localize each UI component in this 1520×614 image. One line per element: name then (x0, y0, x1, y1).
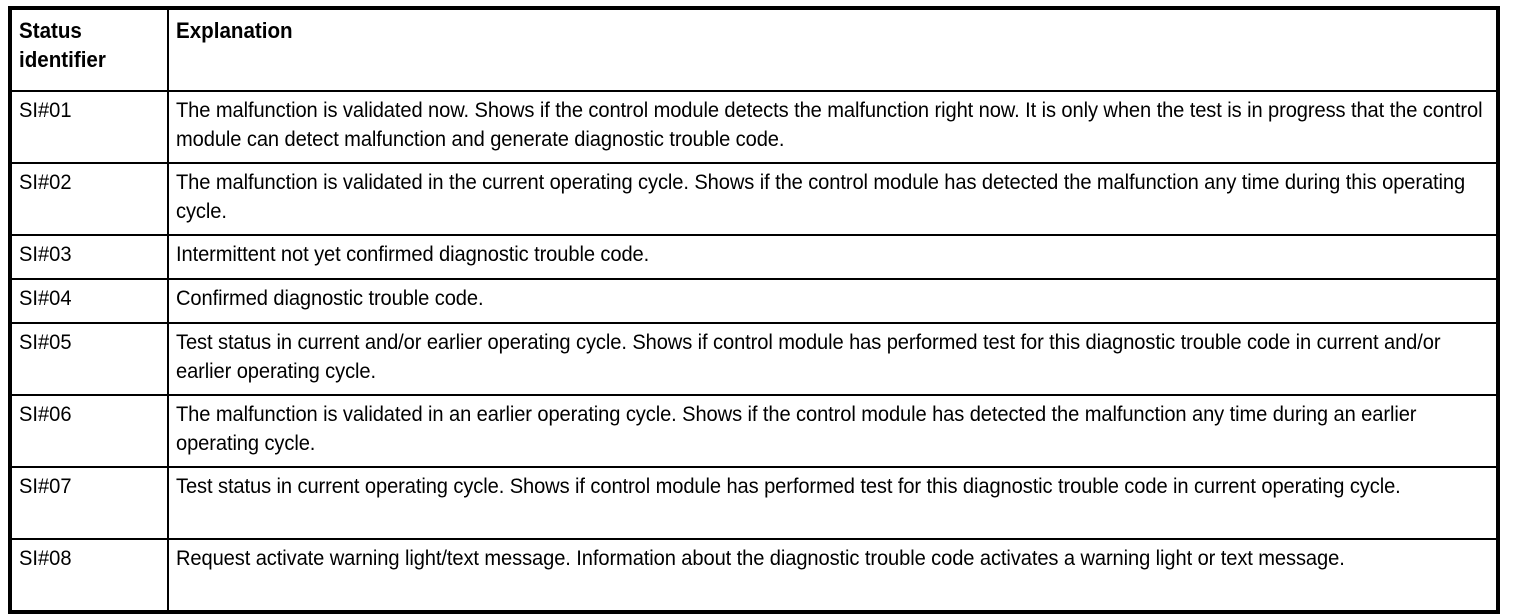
cell-status-identifier: SI#04 (8, 278, 170, 324)
cell-explanation: The malfunction is validated in the curr… (167, 162, 1499, 236)
status-identifier-value: SI#01 (19, 98, 72, 122)
cell-status-identifier: SI#08 (8, 538, 170, 613)
table-row: SI#01 The malfunction is validated now. … (8, 90, 1499, 164)
explanation-text: Test status in current operating cycle. … (176, 474, 1402, 498)
status-identifier-value: SI#06 (19, 402, 72, 426)
explanation-text: Confirmed diagnostic trouble code. (176, 286, 484, 310)
cell-explanation: The malfunction is validated in an earli… (167, 394, 1499, 468)
status-identifier-value: SI#03 (19, 242, 72, 266)
column-header-explanation-label: Explanation (176, 18, 294, 43)
explanation-text: The malfunction is validated now. Shows … (176, 98, 1483, 151)
table-row: SI#08 Request activate warning light/tex… (8, 538, 1499, 613)
cell-explanation: Request activate warning light/text mess… (167, 538, 1499, 613)
column-header-status-identifier-label: Status identifier (19, 18, 106, 73)
table-body: SI#01 The malfunction is validated now. … (8, 90, 1499, 613)
column-header-status-identifier: Status identifier (8, 7, 170, 92)
table-row: SI#05 Test status in current and/or earl… (8, 322, 1499, 396)
status-identifier-value: SI#08 (19, 546, 72, 570)
table-header: Status identifier Explanation (8, 7, 1499, 92)
cell-explanation: Test status in current operating cycle. … (167, 466, 1499, 540)
explanation-text: Test status in current and/or earlier op… (176, 330, 1441, 383)
cell-status-identifier: SI#05 (8, 322, 170, 396)
cell-explanation: Test status in current and/or earlier op… (167, 322, 1499, 396)
status-identifier-value: SI#05 (19, 330, 72, 354)
status-identifier-value: SI#02 (19, 170, 72, 194)
cell-status-identifier: SI#02 (8, 162, 170, 236)
cell-status-identifier: SI#03 (8, 234, 170, 280)
cell-explanation: Intermittent not yet confirmed diagnosti… (167, 234, 1499, 280)
status-identifier-value: SI#07 (19, 474, 72, 498)
explanation-text: The malfunction is validated in the curr… (176, 170, 1466, 223)
table-row: SI#07 Test status in current operating c… (8, 466, 1499, 540)
cell-status-identifier: SI#06 (8, 394, 170, 468)
table-row: SI#06 The malfunction is validated in an… (8, 394, 1499, 468)
column-header-explanation: Explanation (167, 7, 1499, 92)
cell-status-identifier: SI#01 (8, 90, 170, 164)
explanation-text: Request activate warning light/text mess… (176, 546, 1346, 570)
table-row: SI#03 Intermittent not yet confirmed dia… (8, 234, 1499, 280)
explanation-text: The malfunction is validated in an earli… (176, 402, 1417, 455)
cell-status-identifier: SI#07 (8, 466, 170, 540)
diagnostic-status-identifier-table: Status identifier Explanation SI#01 The … (8, 6, 1500, 614)
cell-explanation: Confirmed diagnostic trouble code. (167, 278, 1499, 324)
cell-explanation: The malfunction is validated now. Shows … (167, 90, 1499, 164)
table-header-row: Status identifier Explanation (8, 7, 1499, 92)
table-row: SI#04 Confirmed diagnostic trouble code. (8, 278, 1499, 324)
explanation-text: Intermittent not yet confirmed diagnosti… (176, 242, 650, 266)
status-identifier-value: SI#04 (19, 286, 72, 310)
table-row: SI#02 The malfunction is validated in th… (8, 162, 1499, 236)
